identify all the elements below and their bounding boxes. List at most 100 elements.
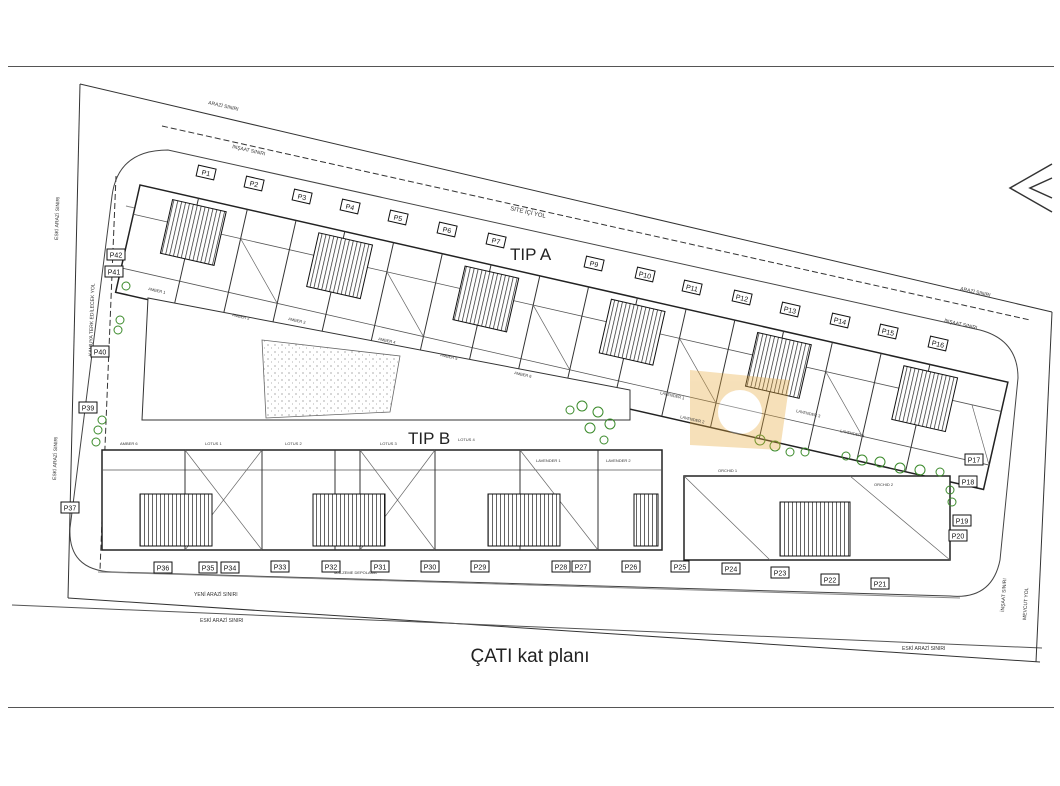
parking-label-p24: P24 — [721, 562, 741, 575]
svg-text:P29: P29 — [474, 565, 487, 572]
page-title: ÇATI kat planı — [470, 646, 590, 667]
parking-label-p16: P16 — [927, 335, 949, 352]
svg-text:P33: P33 — [274, 565, 287, 572]
parking-label-p11: P11 — [681, 279, 703, 296]
parking-label-p9: P9 — [583, 255, 605, 272]
svg-text:P14: P14 — [833, 317, 847, 327]
block-tip-b — [101, 449, 663, 551]
svg-text:P37: P37 — [64, 506, 77, 513]
svg-text:P39: P39 — [82, 406, 95, 413]
parking-label-p15: P15 — [877, 323, 899, 340]
svg-text:P13: P13 — [783, 306, 797, 316]
svg-text:P2: P2 — [249, 181, 259, 190]
top-land-label: ARAZİ SINIRI — [208, 99, 240, 113]
courtyard — [141, 297, 631, 421]
bottom-new-label: YENİ ARAZİ SINIRI — [194, 591, 238, 598]
svg-text:LOTUS 4: LOTUS 4 — [458, 437, 475, 442]
bottom-frame-line — [8, 707, 1054, 708]
parking-label-p5: P5 — [387, 209, 409, 226]
svg-text:ORCHID 2: ORCHID 2 — [874, 482, 894, 487]
svg-text:P12: P12 — [735, 294, 749, 304]
svg-text:LOTUS 2: LOTUS 2 — [285, 441, 302, 446]
svg-text:P4: P4 — [345, 204, 355, 213]
right-road-label: MEVCUT YOL — [1022, 587, 1030, 620]
parking-label-p42: P42 — [106, 248, 126, 261]
parking-label-p1: P1 — [195, 164, 217, 181]
bottom-old-right-label: ESKİ ARAZİ SINIRI — [902, 645, 945, 652]
right-build-label: İNŞAAT SINIRI — [944, 317, 978, 331]
north-arrow-icon — [1008, 163, 1053, 213]
svg-text:P21: P21 — [874, 582, 887, 589]
top-frame-line — [8, 66, 1054, 67]
svg-text:P27: P27 — [575, 565, 588, 572]
svg-text:AMBER 5: AMBER 5 — [440, 352, 459, 361]
parking-label-p40: P40 — [90, 345, 110, 358]
svg-text:AMBER 6: AMBER 6 — [120, 441, 138, 446]
right-land-label: ARAZİ SINIRI — [960, 285, 992, 299]
svg-text:P35: P35 — [202, 566, 215, 573]
parking-label-p10: P10 — [634, 266, 656, 283]
parking-label-p12: P12 — [731, 289, 753, 306]
svg-text:P41: P41 — [108, 270, 121, 277]
parking-label-p27: P27 — [571, 560, 591, 573]
svg-text:LOTUS 1: LOTUS 1 — [205, 441, 222, 446]
storage-label: MALZEME DEPOLAMA — [334, 570, 377, 575]
site-road-label: SITE İÇİ YOL — [510, 205, 548, 220]
parking-label-p28: P28 — [551, 560, 571, 573]
svg-text:P7: P7 — [491, 238, 501, 247]
parking-label-p34: P34 — [220, 561, 240, 574]
parking-label-p37: P37 — [60, 501, 80, 514]
block-tip-b-label: TIP B — [408, 429, 450, 448]
stair-cores-b — [139, 493, 659, 547]
svg-text:LAVENDER 2: LAVENDER 2 — [606, 458, 631, 463]
svg-text:P42: P42 — [110, 253, 123, 260]
svg-text:P16: P16 — [931, 340, 945, 350]
unit-labels-a: AMBER 1 AMBER 2 AMBER 3 AMBER 4 AMBER 5 … — [148, 286, 533, 379]
svg-text:AMBER 1: AMBER 1 — [148, 286, 167, 295]
svg-text:ORCHID 1: ORCHID 1 — [718, 468, 738, 473]
block-tip-a-label: TIP A — [510, 245, 552, 264]
parking-label-p18: P18 — [958, 475, 978, 488]
parking-label-p36: P36 — [153, 561, 173, 574]
parking-label-p4: P4 — [339, 198, 361, 215]
svg-text:P32: P32 — [325, 565, 338, 572]
svg-text:P25: P25 — [674, 565, 687, 572]
svg-text:LAVENDER 1: LAVENDER 1 — [536, 458, 561, 463]
orchid-labels: ORCHID 1 ORCHID 2 — [718, 468, 894, 487]
stair-cores-a — [159, 198, 959, 433]
svg-text:LAVENDER 3: LAVENDER 3 — [796, 408, 822, 418]
parking-label-p19: P19 — [952, 514, 972, 527]
parking-label-p6: P6 — [436, 221, 458, 238]
svg-text:P5: P5 — [393, 215, 403, 224]
parking-label-p29: P29 — [470, 560, 490, 573]
left-old-label-lower: ESKİ ARAZİ SINIRI — [51, 436, 60, 480]
svg-text:P22: P22 — [824, 578, 837, 585]
svg-text:P24: P24 — [725, 567, 738, 574]
svg-text:LAVENDER 4: LAVENDER 4 — [840, 428, 866, 438]
svg-text:P18: P18 — [962, 480, 975, 487]
svg-text:P34: P34 — [224, 566, 237, 573]
svg-text:P40: P40 — [94, 350, 107, 357]
left-road-label: KAMUYA TERK EDİLECEK YOL — [87, 283, 97, 356]
parking-label-p20: P20 — [948, 529, 968, 542]
land-boundary — [11, 83, 1053, 663]
unit-labels-b: AMBER 6 LOTUS 1 LOTUS 2 LOTUS 3 LOTUS 4 … — [120, 437, 631, 463]
svg-text:P36: P36 — [157, 566, 170, 573]
svg-text:P20: P20 — [952, 534, 965, 541]
svg-text:P26: P26 — [625, 565, 638, 572]
svg-text:P30: P30 — [424, 565, 437, 572]
parking-label-p22: P22 — [820, 573, 840, 586]
parking-spaces: P1P2P3P4P5P6P7P9P10P11P12P13P14P15P16P17… — [60, 164, 984, 590]
block-orchid — [683, 475, 951, 561]
bottom-old-label: ESKİ ARAZİ SINIRI — [200, 617, 243, 624]
svg-text:P6: P6 — [442, 227, 452, 236]
parking-label-p23: P23 — [770, 566, 790, 579]
svg-text:AMBER 3: AMBER 3 — [288, 316, 307, 325]
lavender-labels: LAVENDER 1 LAVENDER 2 LAVENDER 3 LAVENDE… — [660, 390, 866, 438]
parking-label-p33: P33 — [270, 560, 290, 573]
svg-text:P3: P3 — [297, 194, 307, 203]
parking-label-p31: P31 — [370, 560, 390, 573]
svg-text:P23: P23 — [774, 571, 787, 578]
bottom-right-build-label: İNŞAAT SINIRI — [999, 578, 1008, 612]
parking-label-p7: P7 — [485, 232, 507, 249]
